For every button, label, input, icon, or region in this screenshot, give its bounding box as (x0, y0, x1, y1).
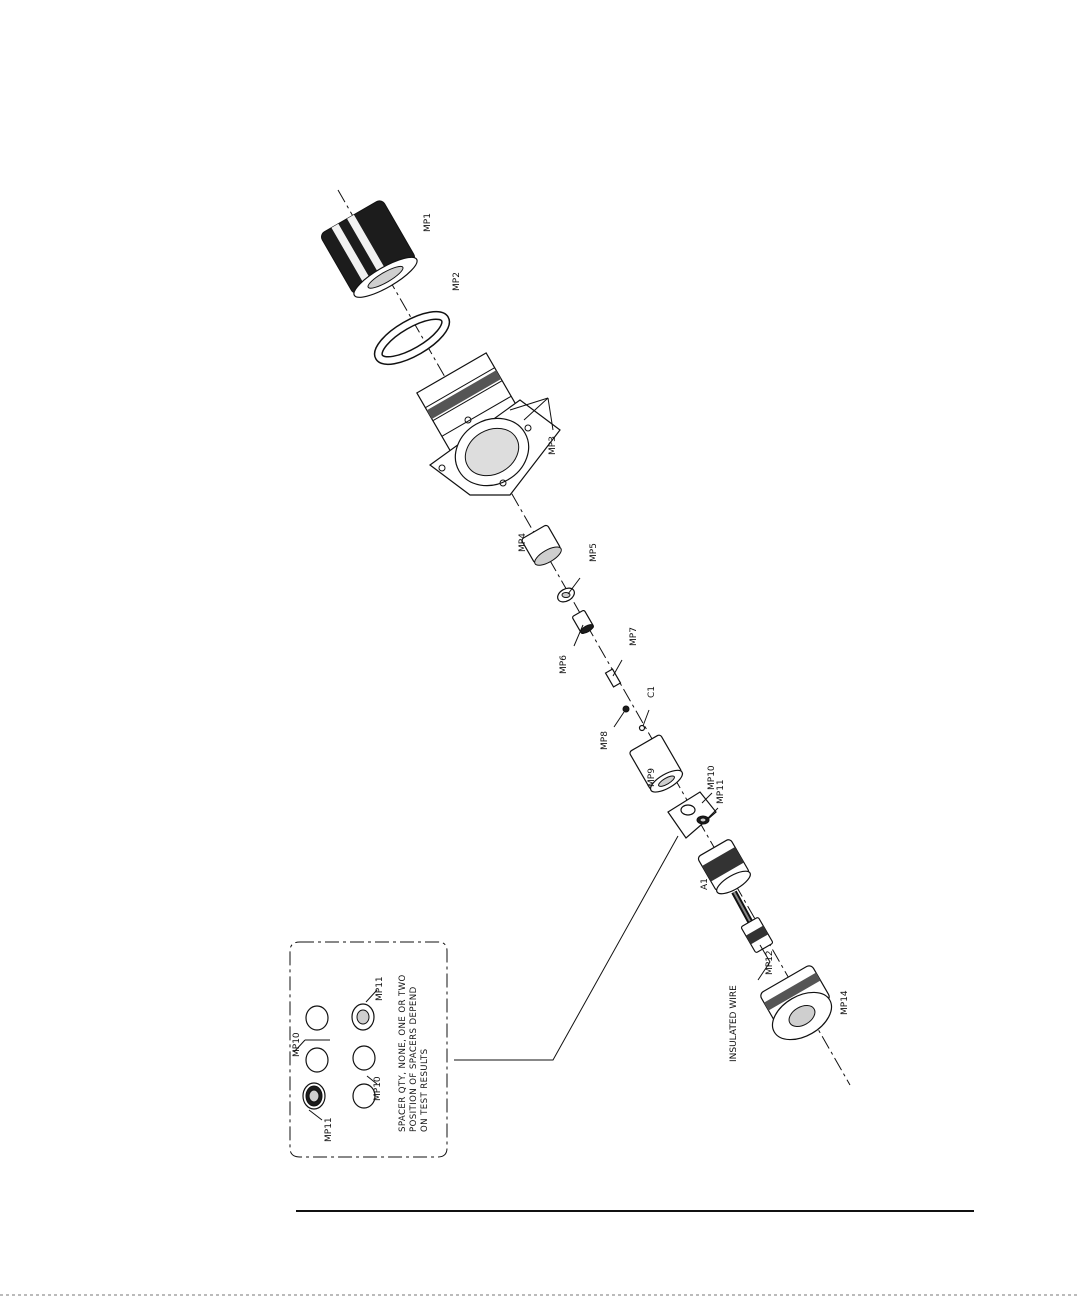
label-mp12: MP12 (765, 950, 775, 975)
connector-mp12 (741, 917, 773, 953)
inset-note-line-2: POSITION OF SPACERS DEPEND (409, 986, 419, 1132)
label-mp6: MP6 (559, 655, 569, 674)
label-mp5: MP5 (589, 543, 599, 562)
pin-mp7 (606, 669, 621, 687)
label-mp7: MP7 (629, 627, 639, 646)
inset-label-mp10-mid: MP10 (373, 1076, 383, 1101)
label-mp4: MP4 (518, 533, 528, 552)
inset-label-mp10-top: MP10 (292, 1032, 302, 1057)
capacitor-c1 (640, 726, 645, 731)
label-mp14: MP14 (840, 990, 850, 1015)
end-cap-mp14 (759, 964, 840, 1049)
insulator-mp6 (572, 610, 595, 635)
label-mp2: MP2 (452, 272, 462, 291)
label-mp8: MP8 (600, 731, 610, 750)
inset-note-line-3: ON TEST RESULTS (420, 1049, 430, 1133)
cylinder-mp9 (629, 734, 686, 796)
inset-note-line-1: SPACER QTY, NONE, ONE OR TWO (398, 974, 408, 1132)
inset-spacer-mp10-d (353, 1046, 375, 1070)
label-mp11: MP11 (716, 779, 726, 804)
inset-label-mp11-left: MP11 (324, 1117, 334, 1142)
label-insulated-wire: INSULATED WIRE (729, 985, 739, 1062)
inset-spacer-mp10-c (353, 1084, 375, 1108)
contact-mp8 (623, 706, 629, 712)
label-c1: C1 (647, 686, 657, 698)
label-mp9: MP9 (647, 768, 657, 787)
inset-label-mp11-right: MP11 (375, 976, 385, 1001)
flange-body-mp3 (417, 353, 560, 499)
inset-spacer-mp10-a (306, 1048, 328, 1072)
leader-lines (454, 398, 770, 1060)
inset-spacer-mp10-b (306, 1006, 328, 1030)
inset-spacer-mp11-left (303, 1083, 325, 1109)
spacer-detail-inset: MP10 MP11 MP10 MP11 SPACER QTY, NONE, ON… (290, 942, 447, 1157)
label-a1: A1 (700, 878, 710, 890)
inset-spacer-mp11-right (352, 1004, 374, 1030)
snap-ring-mp2 (372, 307, 452, 369)
washer-mp5 (555, 585, 577, 604)
label-mp1: MP1 (423, 213, 433, 232)
spacer-plate-mp10-mp11 (668, 792, 716, 838)
label-mp3: MP3 (548, 436, 558, 455)
connector-nut-mp1 (319, 199, 421, 304)
